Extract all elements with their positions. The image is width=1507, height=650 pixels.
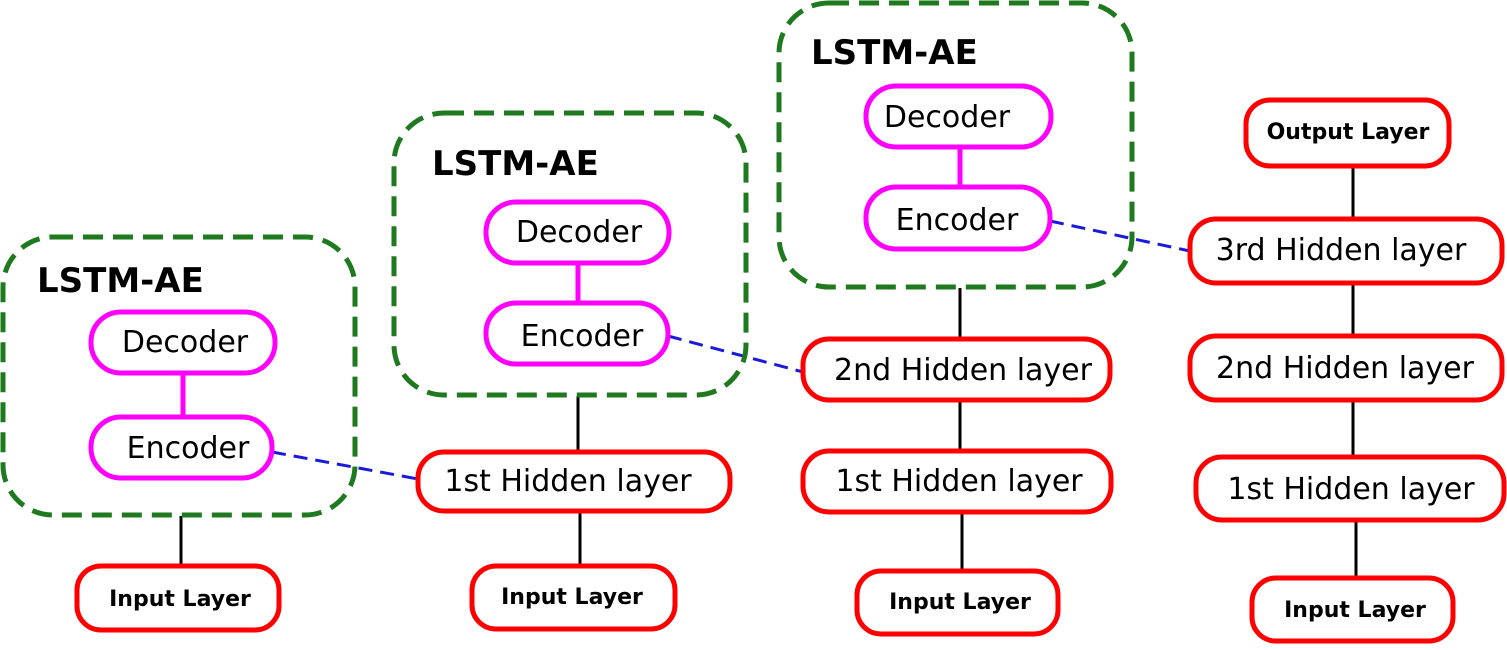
encoder-label-3: Encoder: [896, 203, 1019, 238]
input-layer-node-4: [1249, 575, 1456, 644]
hidden-1-label-2: 1st Hidden layer: [444, 464, 692, 499]
dashed-connectors: [271, 219, 1191, 481]
lstm-ae-title-1: LSTM-AE: [37, 261, 204, 301]
hidden-1-label-3: 1st Hidden layer: [835, 464, 1083, 499]
decoder-node-2: [483, 199, 672, 266]
hidden-3-node-4: [1187, 216, 1505, 286]
hidden-1-node-3: [800, 448, 1114, 515]
output-layer-node: [1243, 97, 1452, 169]
solid-connectors: [179, 147, 1358, 578]
hidden-1-label-4: 1st Hidden layer: [1227, 472, 1475, 507]
hidden-2-label-3: 2nd Hidden layer: [834, 353, 1093, 388]
stage-2: LSTM-AE Decoder Encoder 1st Hidden layer…: [391, 110, 749, 632]
s2-enc-to-s3-h2-link: [667, 334, 804, 374]
lstm-ae-group-2: [391, 110, 749, 398]
encoder-node-3: [863, 184, 1053, 252]
output-layer-label: Output Layer: [1267, 120, 1430, 145]
s1-enc-to-s2-h1-link: [271, 450, 419, 481]
input-layer-label-4: Input Layer: [1284, 598, 1426, 623]
lstm-ae-group-1: [0, 234, 358, 518]
s3-enc-to-s4-h3-link: [1049, 219, 1191, 253]
decoder-node-1: [88, 309, 278, 376]
decoder-label-1: Decoder: [122, 325, 249, 360]
input-layer-node-3: [854, 568, 1061, 637]
input-layer-label-2: Input Layer: [501, 585, 643, 610]
lstm-ae-title-2: LSTM-AE: [432, 144, 599, 184]
decoder-node-3: [863, 83, 1054, 150]
encoder-node-1: [88, 414, 275, 481]
lstm-ae-group-3: [776, 0, 1135, 290]
input-layer-label-1: Input Layer: [109, 587, 251, 612]
decoder-label-2: Decoder: [516, 215, 643, 250]
hidden-2-node-3: [800, 336, 1113, 403]
input-layer-node-1: [74, 563, 282, 633]
input-layer-node-2: [469, 563, 678, 632]
encoder-label-2: Encoder: [521, 319, 644, 354]
encoder-label-1: Encoder: [127, 431, 250, 466]
stage-4: Output Layer 3rd Hidden layer 2nd Hidden…: [1187, 97, 1507, 644]
hidden-3-label-4: 3rd Hidden layer: [1216, 233, 1467, 268]
input-layer-label-3: Input Layer: [889, 590, 1031, 615]
hidden-1-node-2: [415, 449, 733, 514]
stage-1: LSTM-AE Decoder Encoder Input Layer: [0, 234, 358, 633]
hidden-2-node-4: [1187, 333, 1505, 403]
stage-3: LSTM-AE Decoder Encoder 2nd Hidden layer…: [776, 0, 1135, 637]
hidden-1-node-4: [1193, 454, 1507, 523]
hidden-2-label-4: 2nd Hidden layer: [1216, 351, 1475, 386]
decoder-label-3: Decoder: [884, 100, 1011, 135]
lstm-ae-title-3: LSTM-AE: [811, 33, 978, 73]
encoder-node-2: [483, 300, 671, 367]
